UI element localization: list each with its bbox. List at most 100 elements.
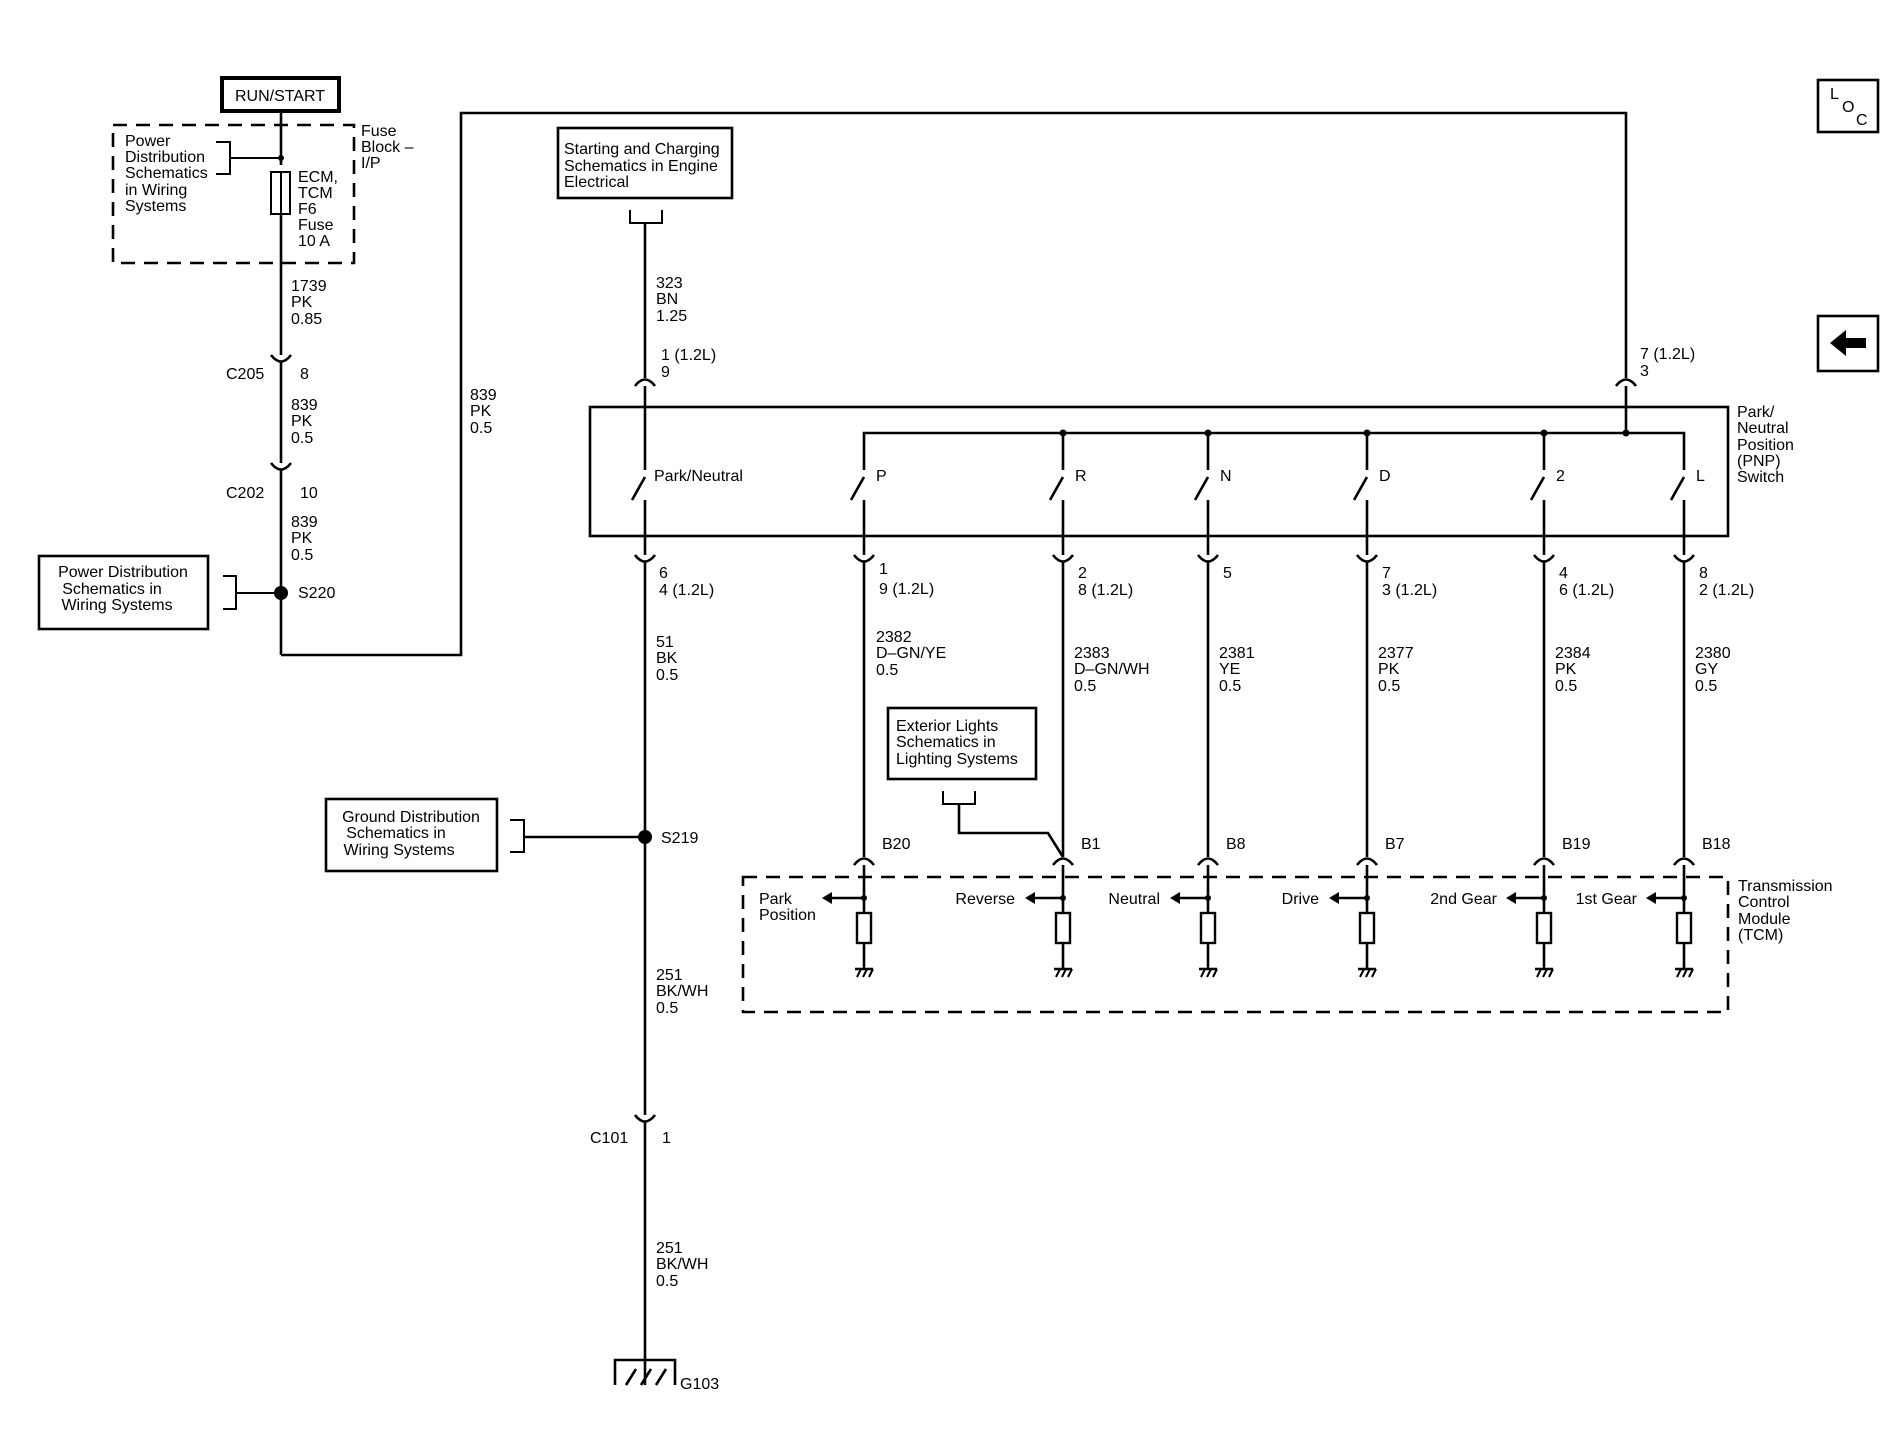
- svg-text:Position: Position: [759, 907, 816, 924]
- svg-text:N: N: [1220, 468, 1232, 485]
- svg-text:1 (1.2L): 1 (1.2L): [661, 347, 716, 364]
- svg-text:Module: Module: [1738, 911, 1791, 928]
- fuse-f6: ECM, TCM F6 Fuse 10 A: [270, 169, 338, 250]
- svg-text:O: O: [1842, 99, 1854, 116]
- svg-text:839: 839: [470, 387, 497, 404]
- pnp-top-pin-right: 7 (1.2L) 3: [1614, 346, 1695, 387]
- svg-text:0.5: 0.5: [470, 420, 492, 437]
- svg-text:BK/WH: BK/WH: [656, 983, 708, 1000]
- svg-text:B20: B20: [882, 836, 911, 853]
- wire-2382: 2382 D–GN/YE 0.5: [876, 629, 946, 679]
- svg-text:4 (1.2L): 4 (1.2L): [659, 582, 714, 599]
- switch-2: 2: [1529, 468, 1565, 536]
- svg-text:2 (1.2L): 2 (1.2L): [1699, 582, 1754, 599]
- tcm-pin-b19: B19 2nd Gear: [1430, 836, 1591, 978]
- wire-2377: 2377 PK 0.5: [1378, 645, 1414, 695]
- svg-text:F6: F6: [298, 201, 317, 218]
- svg-text:839: 839: [291, 514, 318, 531]
- svg-text:Schematics in: Schematics in: [896, 734, 996, 751]
- svg-text:in Wiring: in Wiring: [125, 182, 187, 199]
- svg-text:Position: Position: [1737, 437, 1794, 454]
- svg-text:Drive: Drive: [1282, 891, 1319, 908]
- svg-text:0.5: 0.5: [656, 1273, 678, 1290]
- svg-text:1739: 1739: [291, 278, 327, 295]
- svg-text:YE: YE: [1219, 661, 1240, 678]
- svg-text:1: 1: [662, 1130, 671, 1147]
- svg-text:Park/: Park/: [1737, 404, 1775, 421]
- svg-text:Reverse: Reverse: [955, 891, 1015, 908]
- svg-text:Schematics in: Schematics in: [346, 825, 446, 842]
- svg-text:(PNP): (PNP): [1737, 453, 1781, 470]
- svg-text:I/P: I/P: [361, 155, 381, 172]
- svg-text:PK: PK: [291, 530, 313, 547]
- svg-text:2377: 2377: [1378, 645, 1414, 662]
- svg-text:0.5: 0.5: [656, 1000, 678, 1017]
- svg-text:PK: PK: [470, 403, 492, 420]
- svg-text:2: 2: [1078, 565, 1087, 582]
- switch-p: P: [849, 468, 887, 536]
- svg-text:TCM: TCM: [298, 185, 333, 202]
- pnp-bottom-pin-3: 5: [1196, 536, 1232, 582]
- pnp-bottom-pin-1: 1 9 (1.2L): [852, 536, 934, 598]
- svg-text:Lighting Systems: Lighting Systems: [896, 751, 1018, 768]
- loc-button[interactable]: L O C: [1816, 78, 1880, 134]
- svg-text:C205: C205: [226, 366, 264, 383]
- svg-text:5: 5: [1223, 565, 1232, 582]
- svg-text:2381: 2381: [1219, 645, 1255, 662]
- svg-text:RUN/START: RUN/START: [235, 88, 325, 105]
- pnp-top-pin-left: 1 (1.2L) 9: [633, 347, 716, 387]
- exterior-lights-ref[interactable]: Exterior Lights Schematics in Lighting S…: [886, 706, 1065, 858]
- svg-text:Fuse: Fuse: [298, 217, 334, 234]
- wire-1739: 1739 PK 0.85: [291, 278, 327, 328]
- svg-text:0.5: 0.5: [1219, 678, 1241, 695]
- svg-text:(TCM): (TCM): [1738, 927, 1783, 944]
- splice-s219: S219: [638, 830, 698, 847]
- svg-text:1.25: 1.25: [656, 308, 687, 325]
- power-distribution-ref-s220[interactable]: Power Distribution Schematics in Wiring …: [37, 554, 281, 631]
- svg-text:BN: BN: [656, 291, 678, 308]
- svg-text:2: 2: [1556, 468, 1565, 485]
- svg-text:Neutral: Neutral: [1108, 891, 1160, 908]
- svg-text:251: 251: [656, 1240, 683, 1257]
- svg-text:2383: 2383: [1074, 645, 1110, 662]
- switch-d: D: [1352, 468, 1391, 536]
- svg-text:GY: GY: [1695, 661, 1718, 678]
- svg-text:251: 251: [656, 967, 683, 984]
- svg-text:0.85: 0.85: [291, 311, 322, 328]
- svg-text:Fuse: Fuse: [361, 123, 397, 140]
- starting-charging-ref[interactable]: Starting and Charging Schematics in Engi…: [556, 126, 734, 224]
- svg-text:B18: B18: [1702, 836, 1731, 853]
- svg-text:Block –: Block –: [361, 139, 414, 156]
- back-button[interactable]: [1816, 314, 1880, 373]
- svg-text:0.5: 0.5: [1378, 678, 1400, 695]
- svg-text:2384: 2384: [1555, 645, 1591, 662]
- svg-text:Exterior Lights: Exterior Lights: [896, 718, 998, 735]
- svg-text:Schematics: Schematics: [125, 165, 208, 182]
- svg-text:C: C: [1856, 112, 1868, 129]
- wire-839b: 839 PK 0.5: [291, 514, 318, 564]
- pnp-bottom-pin-0: 6 4 (1.2L): [633, 554, 714, 599]
- svg-text:PK: PK: [1378, 661, 1400, 678]
- svg-text:2380: 2380: [1695, 645, 1731, 662]
- svg-text:Control: Control: [1738, 894, 1790, 911]
- svg-text:Starting and Charging: Starting and Charging: [564, 141, 720, 158]
- svg-text:Neutral: Neutral: [1737, 420, 1789, 437]
- wire-51: 51 BK 0.5: [656, 634, 678, 684]
- svg-text:0.5: 0.5: [291, 547, 313, 564]
- ground-distribution-ref[interactable]: Ground Distribution Schematics in Wiring…: [324, 797, 645, 873]
- svg-text:Electrical: Electrical: [564, 174, 629, 191]
- pnp-bottom-pin-4: 7 3 (1.2L): [1355, 536, 1437, 599]
- wire-2381: 2381 YE 0.5: [1219, 645, 1255, 695]
- svg-text:Power Distribution: Power Distribution: [58, 564, 188, 581]
- svg-text:Systems: Systems: [125, 198, 186, 215]
- fuse-block-ip: Fuse Block – I/P Power Distribution Sche…: [111, 123, 414, 265]
- switch-r: R: [1048, 468, 1087, 536]
- svg-text:9: 9: [661, 364, 670, 381]
- power-distribution-ref[interactable]: Power Distribution Schematics in Wiring …: [125, 133, 284, 215]
- svg-text:1: 1: [879, 561, 888, 578]
- svg-text:P: P: [876, 468, 887, 485]
- switch-n: N: [1193, 468, 1232, 536]
- svg-text:Schematics in Engine: Schematics in Engine: [564, 158, 718, 175]
- svg-text:Wiring Systems: Wiring Systems: [343, 842, 454, 859]
